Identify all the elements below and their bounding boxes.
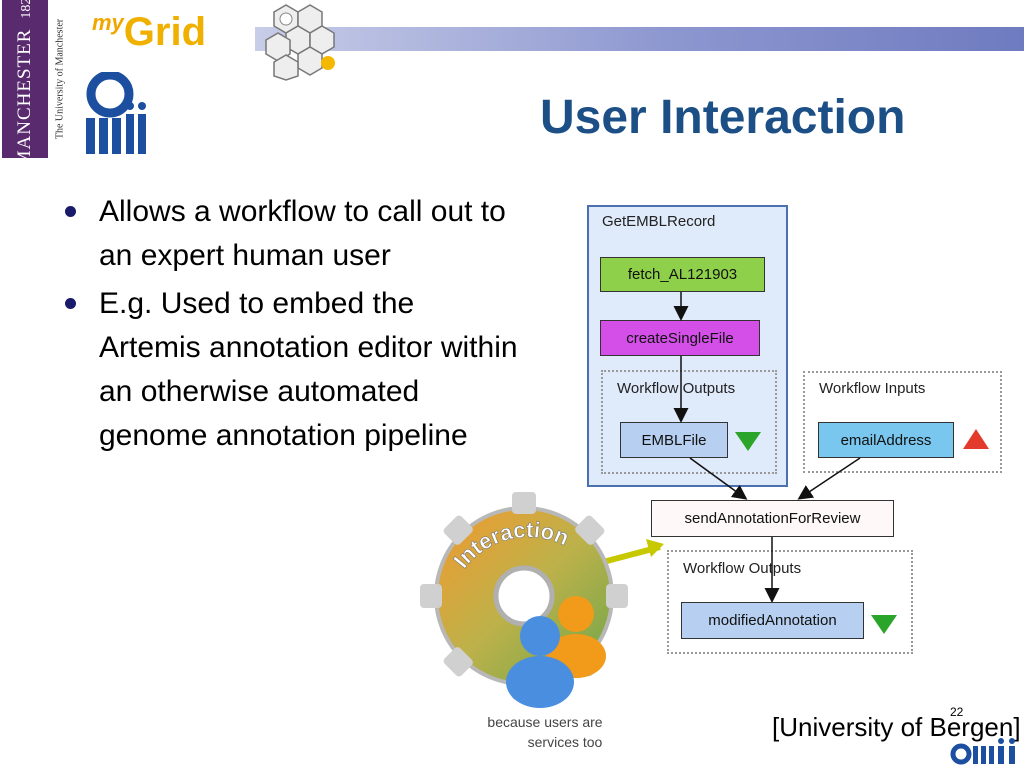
send-annotation-node: sendAnnotationForReview <box>651 500 894 537</box>
page-title: User Interaction <box>540 91 906 144</box>
email-address-node: emailAddress <box>818 422 954 458</box>
workflow-outputs-label-1: Workflow Outputs <box>617 380 736 397</box>
bullet-item: E.g. Used to embed the Artemis annotatio… <box>60 282 520 458</box>
interaction-gear-icon: Interaction <box>420 492 628 708</box>
header-banner <box>255 27 1024 51</box>
getemblrecord-title: GetEMBLRecord <box>602 213 716 230</box>
bullet-item: Allows a workflow to call out to an expe… <box>60 190 520 278</box>
workflow-outputs-box-1 <box>601 370 777 474</box>
mygrid-my: my <box>92 10 124 35</box>
fetch-node: fetch_AL121903 <box>600 257 765 292</box>
omii-logo <box>86 72 146 154</box>
workflow-outputs-box-2 <box>667 550 913 654</box>
cube-cluster-icon <box>265 4 335 81</box>
omii-footer-logo <box>950 738 1015 765</box>
caption-line-1: because users are <box>487 714 603 730</box>
input-triangle-icon <box>963 429 989 449</box>
caption-line-2: services too <box>527 734 603 750</box>
workflow-inputs-label: Workflow Inputs <box>819 380 926 397</box>
bullet-list: Allows a workflow to call out to an expe… <box>60 190 520 458</box>
page-number: 22 <box>950 705 964 719</box>
manchester-logo: MANCHESTER 1824 <box>2 0 48 167</box>
mygrid-grid: Grid <box>123 10 207 54</box>
modified-annotation-node: modifiedAnnotation <box>681 602 864 639</box>
create-single-file-node: createSingleFile <box>600 320 760 356</box>
gear-caption: because users are services too <box>470 712 620 752</box>
credit-text: [University of Bergen] <box>772 712 1021 742</box>
output-triangle-icon <box>871 615 897 634</box>
workflow-inputs-box <box>803 371 1002 473</box>
output-triangle-icon <box>735 432 761 451</box>
mygrid-logo: myGrid <box>92 10 206 55</box>
